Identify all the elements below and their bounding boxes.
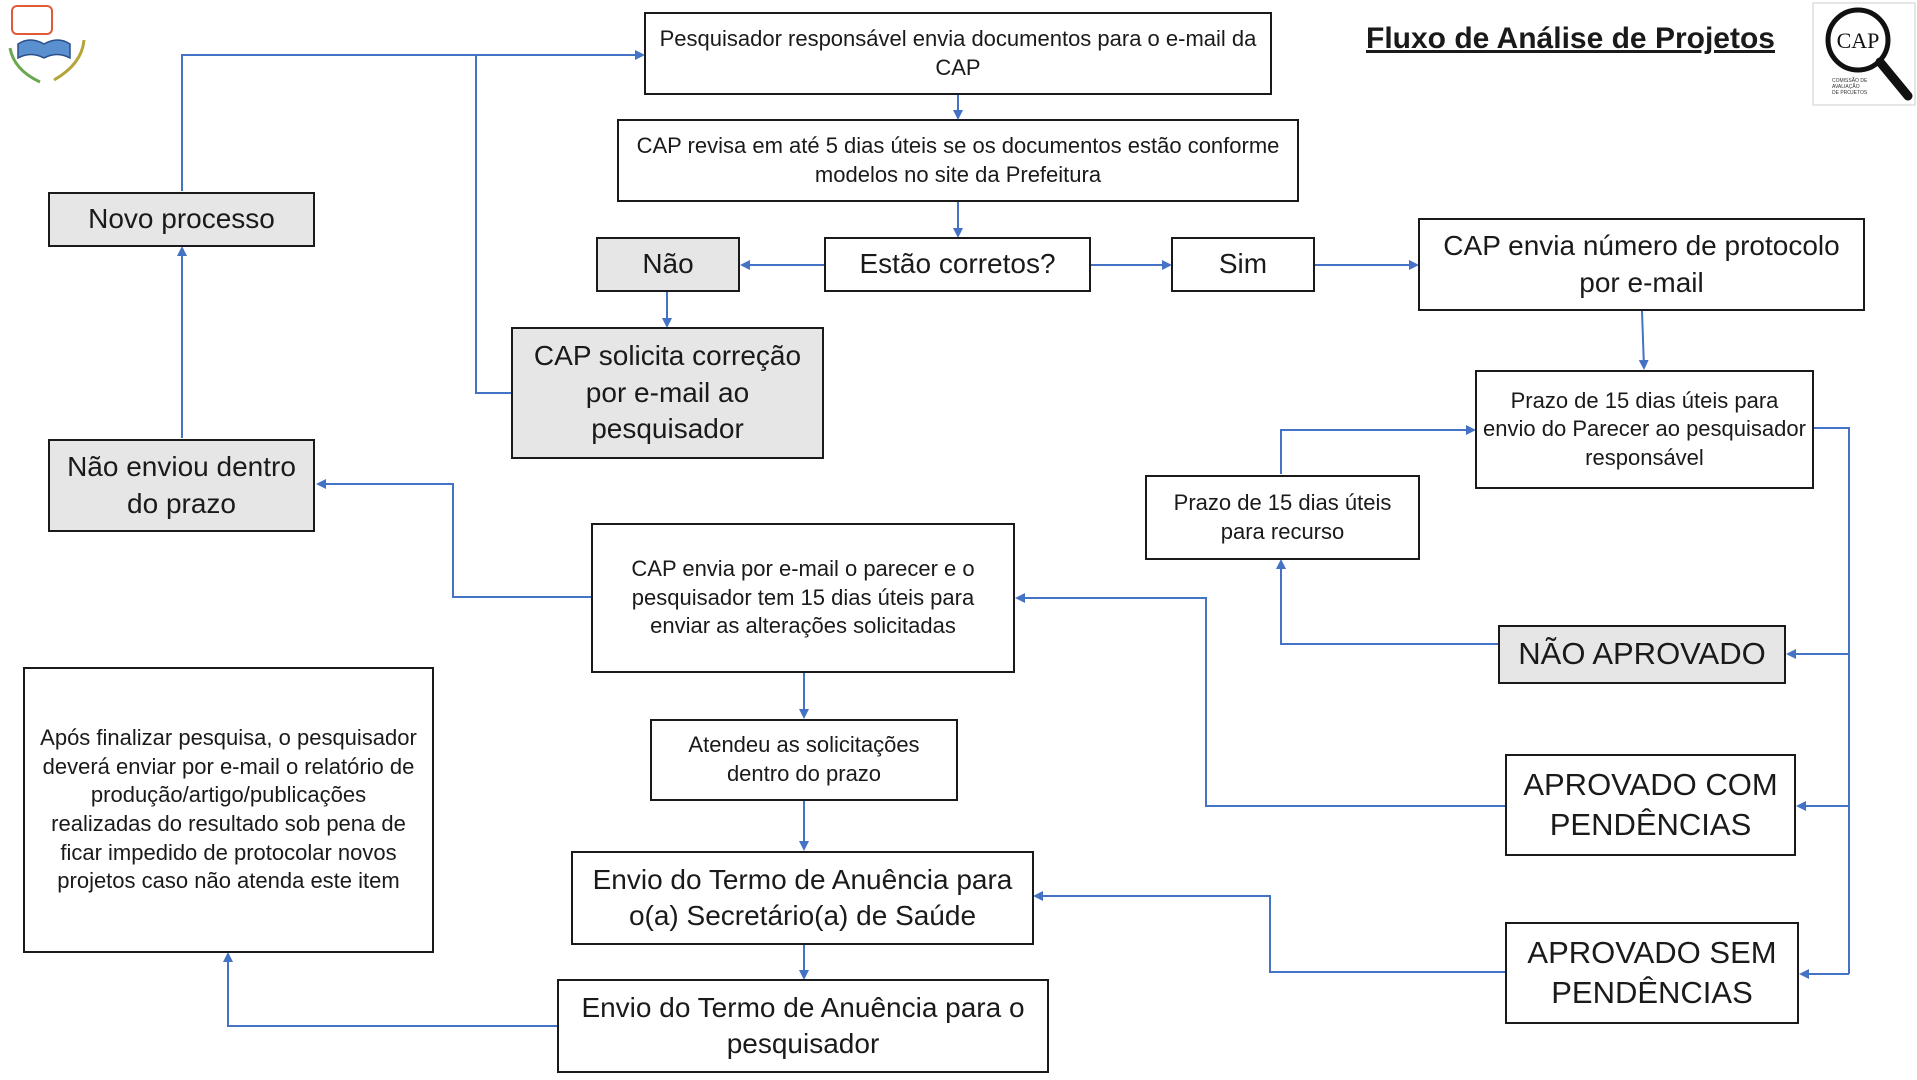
- node-nao-aprovado: NÃO APROVADO: [1498, 625, 1786, 684]
- node-cap-solicita-correcao: CAP solicita correção por e-mail ao pesq…: [511, 327, 824, 459]
- edge-aprovadosem-termo: [1033, 891, 1505, 973]
- node-nao-enviou-prazo: Não enviou dentro do prazo: [48, 439, 315, 532]
- node-termo-pesquisador: Envio do Termo de Anuência para o pesqui…: [557, 979, 1049, 1073]
- edge-termo2-apos: [223, 952, 557, 1027]
- edge-naoaprovado-recurso: [1276, 559, 1498, 645]
- node-termo-secretario: Envio do Termo de Anuência para o(a) Sec…: [571, 851, 1034, 945]
- edge-recurso-prazo: [1280, 425, 1476, 474]
- edge-novo-envia: [181, 54, 476, 191]
- node-cap-envia-parecer: CAP envia por e-mail o parecer e o pesqu…: [591, 523, 1015, 673]
- svg-text:CAP: CAP: [1837, 28, 1880, 53]
- edge-parecer-naoenviou: [316, 479, 591, 598]
- node-apos-finalizar: Após finalizar pesquisa, o pesquisador d…: [23, 667, 434, 953]
- diagram-title: Fluxo de Análise de Projetos: [1366, 22, 1775, 55]
- node-prazo-parecer: Prazo de 15 dias úteis para envio do Par…: [1475, 370, 1814, 489]
- node-prazo-recurso: Prazo de 15 dias úteis para recurso: [1145, 475, 1420, 560]
- node-nao: Não: [596, 237, 740, 292]
- node-atendeu-solicitacoes: Atendeu as solicitações dentro do prazo: [650, 719, 958, 801]
- node-sim: Sim: [1171, 237, 1315, 292]
- node-envia-documentos: Pesquisador responsável envia documentos…: [644, 12, 1272, 95]
- node-aprovado-sem-pendencias: APROVADO SEM PENDÊNCIAS: [1505, 922, 1799, 1024]
- cap-logo: CAP COMISSÃO DE AVALIAÇÃO DE PROJETOS: [1812, 2, 1916, 106]
- svg-text:COMISSÃO DE: COMISSÃO DE: [1832, 77, 1868, 84]
- edge-protocolo-prazo: [1638, 310, 1649, 370]
- edge-aprovadocom-parecer: [1015, 593, 1505, 807]
- node-aprovado-com-pendencias: APROVADO COM PENDÊNCIAS: [1505, 754, 1796, 856]
- edge-prazo-decisions: [1814, 427, 1850, 974]
- edge-solicita-envia: [475, 50, 645, 394]
- node-estao-corretos: Estão corretos?: [824, 237, 1091, 292]
- node-cap-revisa: CAP revisa em até 5 dias úteis se os doc…: [617, 119, 1299, 202]
- municipal-crest-logo: [8, 5, 86, 84]
- node-cap-envia-protocolo: CAP envia número de protocolo por e-mail: [1418, 218, 1865, 311]
- node-novo-processo: Novo processo: [48, 192, 315, 247]
- svg-text:DE PROJETOS: DE PROJETOS: [1832, 90, 1868, 96]
- svg-text:AVALIAÇÃO: AVALIAÇÃO: [1832, 83, 1860, 90]
